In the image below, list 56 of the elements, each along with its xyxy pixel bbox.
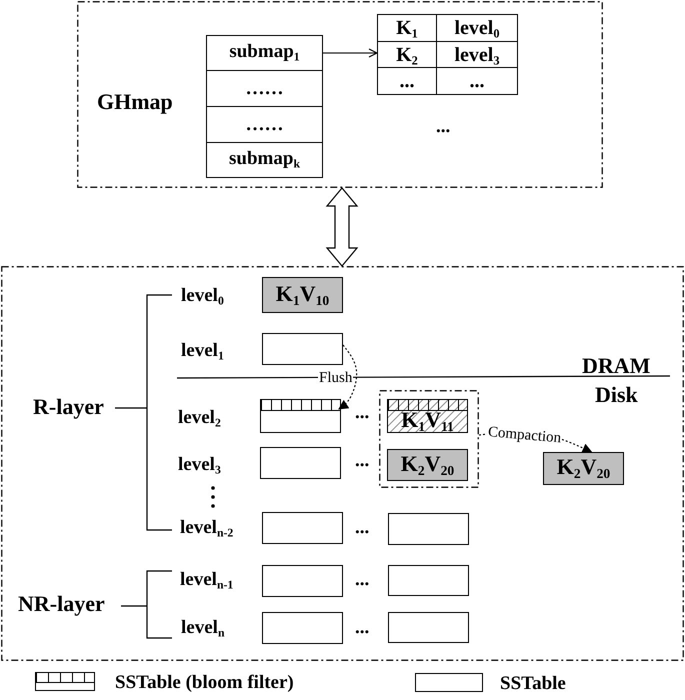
ellipsis: ... (436, 117, 450, 136)
arrow (323, 48, 378, 58)
submap-label: submap$_{k}$ (229, 149, 300, 171)
storage-label: Disk (595, 384, 638, 406)
memory-label: DRAM (582, 355, 650, 377)
submap-cell (206, 106, 323, 143)
submap-cell (206, 142, 323, 178)
kv-block (387, 449, 468, 481)
layer-label: NR-layer (18, 593, 105, 615)
level-label: level$_{3}$ (178, 455, 221, 476)
level-label: level$_{n}$ (181, 618, 224, 640)
table-cell: level$_{0}$ (436, 14, 518, 42)
submap-label: submap$_{1}$ (229, 42, 300, 64)
table-cell: K$_{1}$ (377, 14, 437, 42)
ellipsis: …… (246, 79, 284, 98)
kv-block (262, 277, 343, 313)
sstable-box (262, 612, 343, 644)
submap-cell (206, 35, 323, 71)
ellipsis: ... (355, 451, 370, 470)
kv-label: K$_{1}$V$_{10}$ (276, 282, 330, 308)
map-panel (77, 1, 603, 188)
level-label: level$_{n-1}$ (180, 570, 234, 592)
hatched-kv-block (387, 399, 468, 433)
layer-label: R-layer (33, 396, 104, 418)
bloom-sstable-box (260, 399, 341, 433)
mapping-table (377, 14, 517, 94)
submap-cell (206, 70, 323, 107)
kv-label: K$_{1}$V$_{11}$ (401, 408, 454, 434)
ellipsis: ... (355, 518, 370, 537)
ellipsis: …… (246, 115, 284, 134)
kv-block (543, 452, 624, 485)
dashed-arrow (338, 344, 358, 410)
kv-label: K$_{2}$V$_{20}$ (400, 452, 454, 478)
level-label: level$_{0}$ (181, 286, 224, 308)
sstable-box (260, 447, 341, 479)
dashed-group (379, 390, 479, 488)
panel-title: GHmap (97, 91, 173, 113)
sstable-box (388, 612, 469, 643)
double-arrow (326, 187, 358, 267)
legend-label: SSTable (bloom filter) (115, 673, 294, 692)
sstable-box (388, 565, 469, 596)
legend-label: SSTable (500, 674, 566, 693)
sstable-box (262, 512, 343, 544)
ellipsis: ... (355, 403, 370, 422)
level-label: level$_{1}$ (181, 341, 224, 362)
table-cell: ... (377, 67, 437, 95)
table-cell: ... (436, 67, 518, 95)
sstable-box (262, 333, 343, 365)
sstable-box (388, 513, 469, 545)
kv-label: K$_{2}$V$_{20}$ (556, 456, 610, 481)
level-label: level$_{n-2}$ (180, 518, 234, 540)
storage-panel (1, 266, 684, 661)
ellipsis: ... (355, 618, 370, 637)
level-label: level$_{2}$ (178, 408, 221, 430)
ellipsis: ... (355, 570, 370, 589)
sstable-box (262, 565, 343, 597)
